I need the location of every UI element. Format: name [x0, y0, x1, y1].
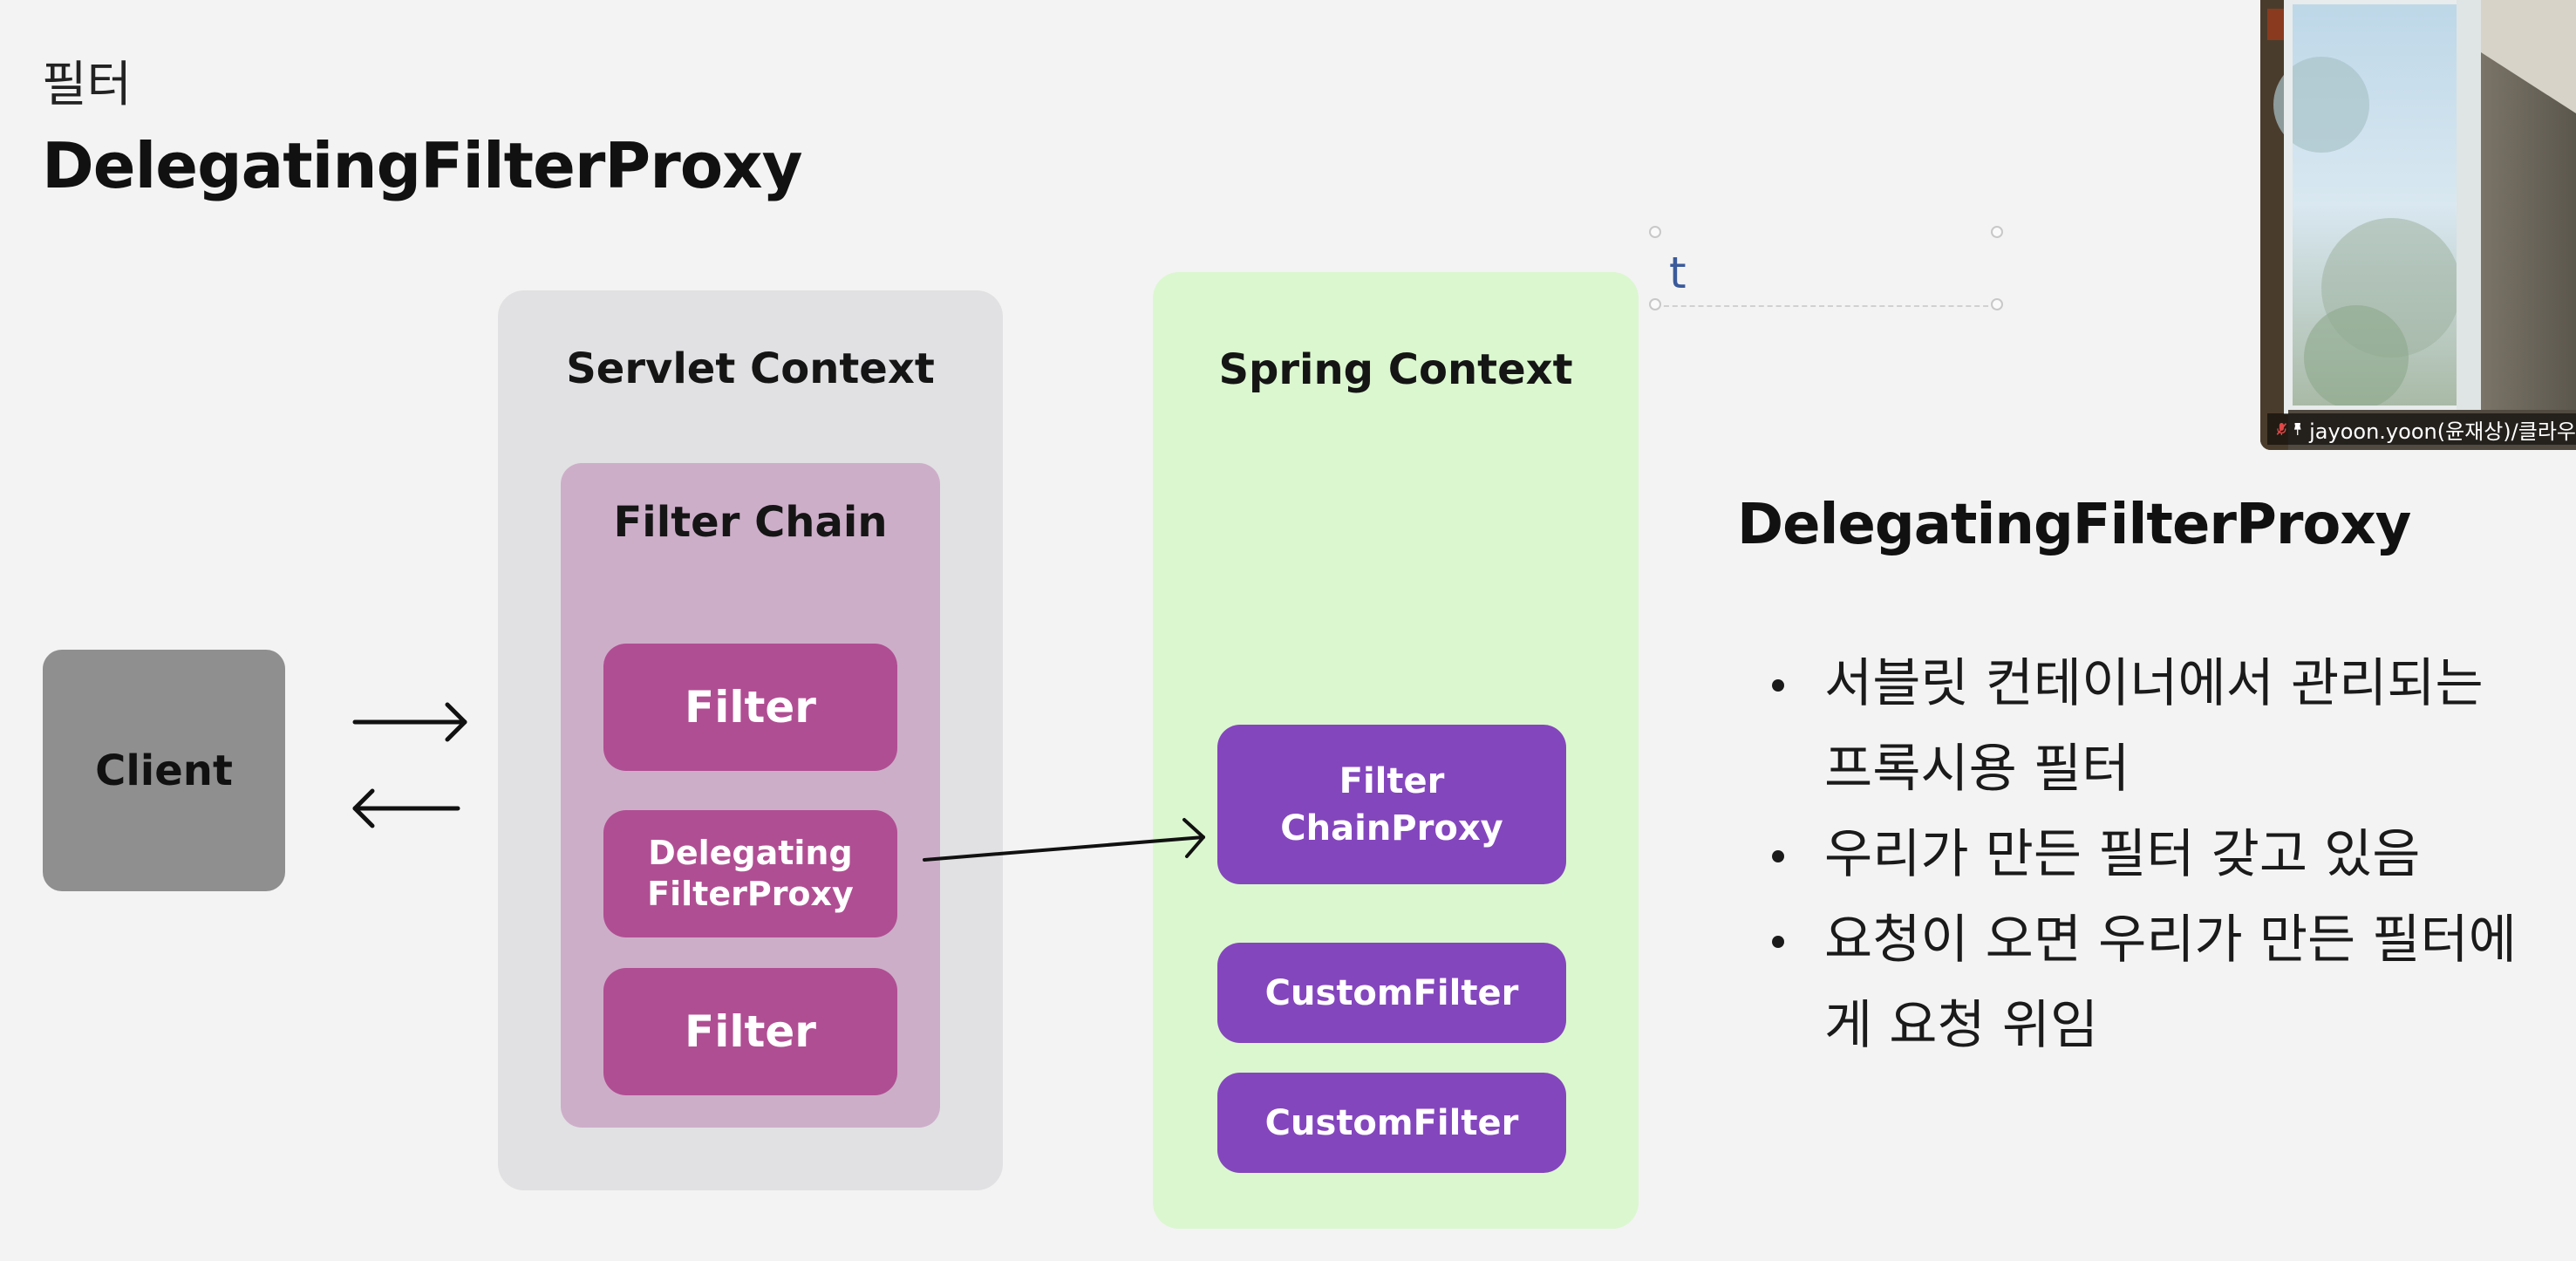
- resize-handle[interactable]: [1991, 298, 2003, 310]
- left-arrow-icon: [352, 788, 460, 828]
- resize-handle[interactable]: [1649, 298, 1661, 310]
- client-label: Client: [95, 746, 233, 795]
- request-response-arrows: [352, 702, 467, 828]
- resize-handle[interactable]: [1649, 226, 1661, 238]
- filter-label: Filter: [685, 681, 816, 733]
- participant-name: jayoon.yoon(윤재상)/클라우: [2309, 419, 2576, 444]
- section-label: 필터: [42, 57, 133, 113]
- filter-chain-proxy-box: Filter ChainProxy: [1217, 725, 1566, 884]
- text-cursor-input[interactable]: t: [1669, 248, 1687, 298]
- client-box: Client: [43, 650, 285, 891]
- pin-icon: [2293, 423, 2301, 435]
- description-bullets: 서블릿 컨테이너에서 관리되는 프록시용 필터 우리가 만든 필터 갖고 있음 …: [1768, 641, 2527, 1068]
- delegation-arrow: [923, 818, 1205, 862]
- description-title: DelegatingFilterProxy: [1737, 493, 2411, 557]
- page-title: DelegatingFilterProxy: [42, 129, 803, 202]
- custom-filter-box: CustomFilter: [1217, 1073, 1566, 1173]
- text-box-selection[interactable]: [1655, 234, 1997, 307]
- bullet-item: 우리가 만든 필터 갖고 있음: [1768, 812, 2527, 897]
- right-arrow-icon: [352, 702, 467, 742]
- resize-handle[interactable]: [1991, 226, 2003, 238]
- delegating-filter-proxy-label: Delegating FilterProxy: [647, 833, 854, 914]
- participant-video-tile[interactable]: jayoon.yoon(윤재상)/클라우: [2260, 0, 2576, 450]
- video-feed: [2260, 0, 2576, 450]
- filter-chain-title: Filter Chain: [613, 498, 888, 547]
- bullet-item: 서블릿 컨테이너에서 관리되는 프록시용 필터: [1768, 641, 2527, 812]
- participant-name-bar: jayoon.yoon(윤재상)/클라우: [2267, 413, 2576, 445]
- custom-filter-label: CustomFilter: [1264, 972, 1519, 1013]
- mic-off-icon: [2276, 423, 2287, 435]
- filter-chain-proxy-label: Filter ChainProxy: [1280, 760, 1503, 849]
- spring-context-title: Spring Context: [1218, 345, 1573, 394]
- filter-box: Filter: [603, 968, 897, 1095]
- custom-filter-box: CustomFilter: [1217, 943, 1566, 1043]
- delegating-filter-proxy-box: Delegating FilterProxy: [603, 810, 897, 937]
- filter-box: Filter: [603, 644, 897, 771]
- custom-filter-label: CustomFilter: [1264, 1102, 1519, 1143]
- filter-label: Filter: [685, 1005, 816, 1057]
- bullet-item: 요청이 오면 우리가 만든 필터에게 요청 위임: [1768, 897, 2527, 1068]
- servlet-context-title: Servlet Context: [566, 344, 935, 393]
